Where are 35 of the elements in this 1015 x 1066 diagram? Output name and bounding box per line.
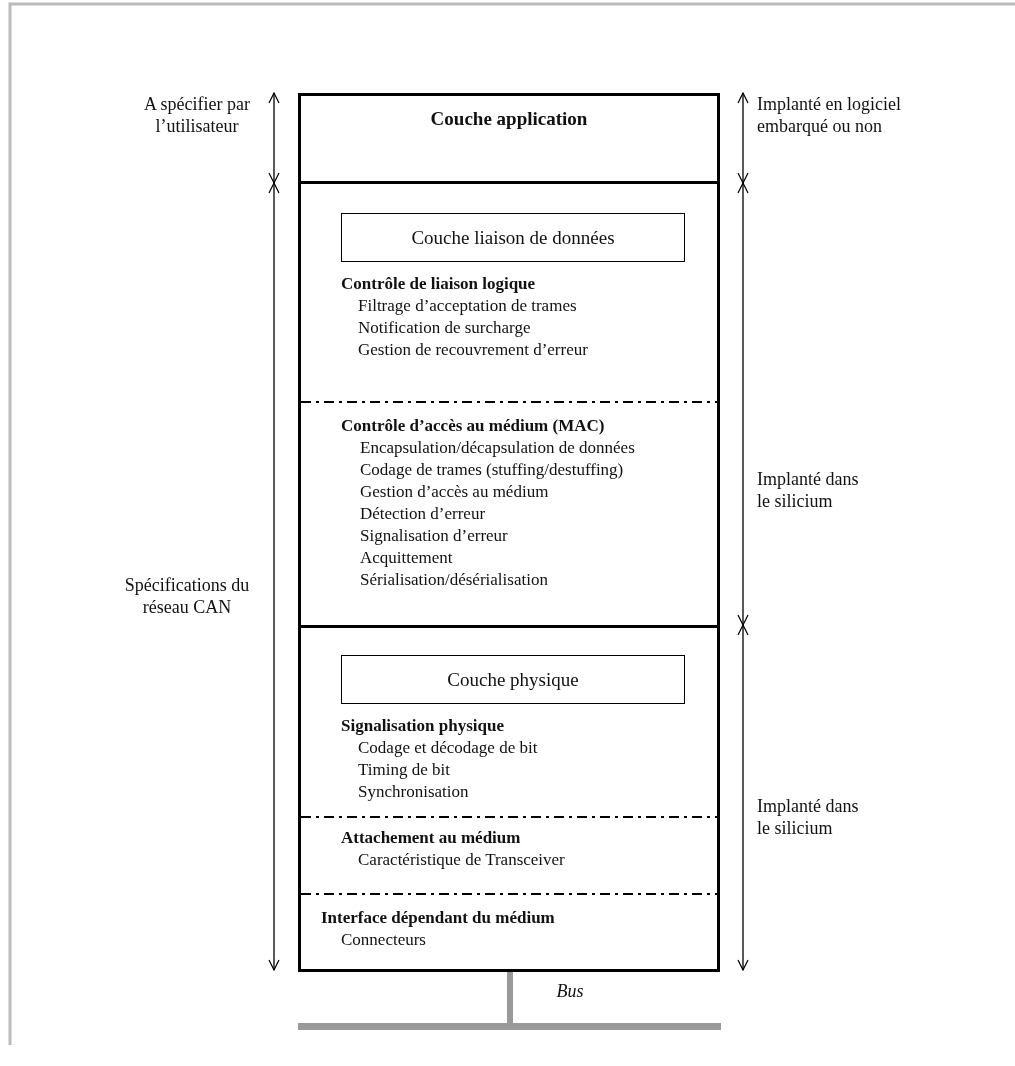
function-item: Sérialisation/désérialisation (359, 569, 548, 591)
function-item: Notification de surcharge (357, 317, 531, 339)
function-item: Codage et décodage de bit (357, 737, 538, 759)
layer-title: Couche physique (447, 668, 579, 691)
function-item: Détection d’erreur (359, 503, 486, 525)
function-item: Synchronisation (357, 781, 469, 803)
layer-section (298, 181, 720, 628)
function-item: Timing de bit (357, 759, 450, 781)
sublayer-heading: Contrôle de liaison logique (341, 273, 536, 295)
annotation-text: A spécifier par l’utilisateur (143, 93, 251, 137)
function-item: Gestion de recouvrement d’erreur (357, 339, 588, 361)
function-item: Acquittement (359, 547, 453, 569)
bus-connector (507, 972, 513, 1023)
layer-title: Couche liaison de données (411, 226, 615, 249)
function-item: Caractéristique de Transceiver (357, 849, 565, 871)
bus-label: Bus (555, 980, 585, 1002)
sublayer-heading: Signalisation physique (341, 715, 504, 737)
layer-title-box (341, 213, 685, 262)
annotation-text: Implanté dans le silicium (757, 468, 860, 512)
sublayer-heading: Attachement au médium (341, 827, 521, 849)
layer-title: Couche application (430, 108, 588, 130)
sublayer-heading: Interface dépendant du médium (321, 907, 555, 929)
layer-section (298, 625, 720, 972)
function-item: Gestion d’accès au médium (359, 481, 549, 503)
sublayer-heading: Contrôle d’accès au médium (MAC) (341, 415, 605, 437)
annotation-text: Implanté dans le silicium (757, 795, 860, 839)
annotation-text: Spécifications du réseau CAN (123, 574, 251, 618)
function-item: Connecteurs (340, 929, 426, 951)
layer-box (298, 93, 720, 184)
annotation-text: Implanté en logiciel embarqué ou non (757, 93, 902, 137)
function-item: Encapsulation/décapsulation de données (359, 437, 635, 459)
function-item: Filtrage d’acceptation de trames (357, 295, 577, 317)
layer-title-box (341, 655, 685, 704)
function-item: Codage de trames (stuffing/destuffing) (359, 459, 624, 481)
function-item: Signalisation d’erreur (359, 525, 508, 547)
